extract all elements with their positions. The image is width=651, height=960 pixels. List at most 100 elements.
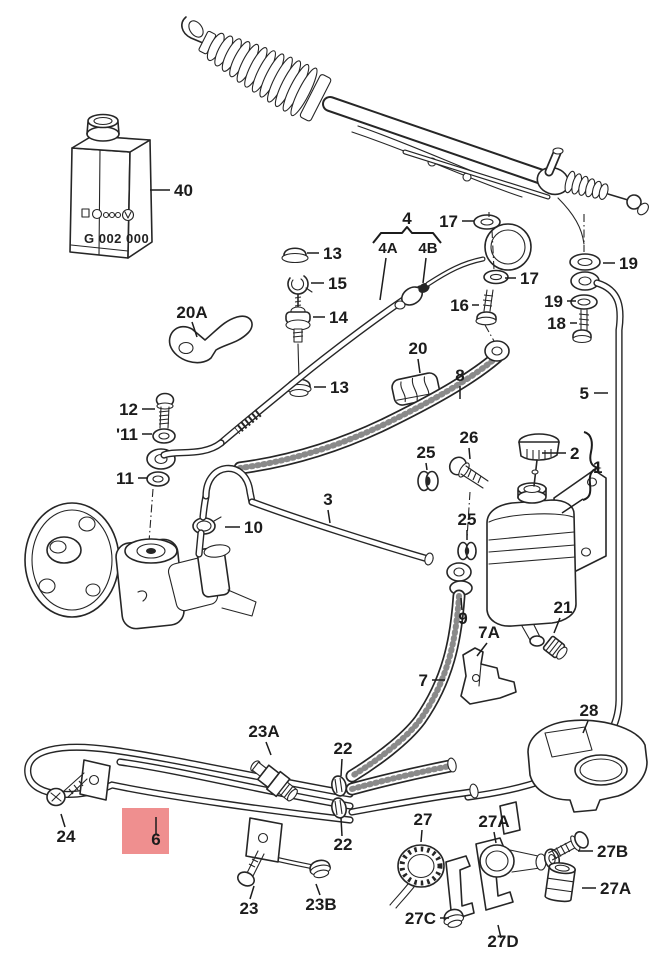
bracket-7a <box>460 647 517 705</box>
pipe-4 <box>160 256 486 459</box>
callout-27[interactable]: 27 <box>414 810 433 829</box>
bracket-4 <box>372 226 442 244</box>
callout-40[interactable]: 40 <box>174 181 193 200</box>
callout-27A[interactable]: 27A <box>600 879 631 898</box>
callout-13[interactable]: 13 <box>323 244 342 263</box>
pipe-loop-17-16 <box>473 212 532 342</box>
leader-line <box>468 447 471 460</box>
callout-27A[interactable]: 27A <box>478 812 509 831</box>
leader-line <box>417 358 421 374</box>
callout-11[interactable]: '11 <box>116 425 138 444</box>
callout-27B[interactable]: 27B <box>597 842 628 861</box>
leader-line <box>582 720 589 734</box>
callout-23A[interactable]: 23A <box>248 722 279 741</box>
bottle-code: G 002 000 <box>84 231 149 246</box>
callout-19[interactable]: 19 <box>544 292 563 311</box>
banjo-group-19-18 <box>569 214 601 344</box>
callout-19[interactable]: 19 <box>619 254 638 273</box>
callout-22[interactable]: 22 <box>334 739 353 758</box>
hose-5 <box>464 279 624 801</box>
callout-24[interactable]: 24 <box>57 827 76 846</box>
callout-3[interactable]: 3 <box>323 490 332 509</box>
leader-line <box>340 758 343 777</box>
leader-line <box>265 741 272 756</box>
callout-27C[interactable]: 27C <box>405 909 436 928</box>
callout-7A[interactable]: 7A <box>478 623 500 642</box>
callout-18[interactable]: 18 <box>547 314 566 333</box>
leader-line <box>191 321 198 338</box>
leader-line <box>476 642 488 657</box>
callout-25[interactable]: 25 <box>417 443 436 462</box>
leader-line <box>553 617 561 634</box>
callout-9[interactable]: 9 <box>458 609 467 628</box>
leader-line <box>420 829 423 843</box>
callout-26[interactable]: 26 <box>460 428 479 447</box>
callout-7[interactable]: 7 <box>419 671 428 690</box>
leader-line <box>340 817 343 837</box>
callout-23[interactable]: 23 <box>240 899 259 918</box>
leader-line <box>249 885 255 900</box>
brace-1 <box>582 431 602 501</box>
callout-23B[interactable]: 23B <box>305 895 336 914</box>
callout-5[interactable]: 5 <box>580 384 589 403</box>
leader-line <box>315 883 321 896</box>
callout-2[interactable]: 2 <box>570 444 579 463</box>
leader-line <box>460 597 463 611</box>
callout-4A[interactable]: 4A <box>378 240 397 257</box>
callout-20A[interactable]: 20A <box>176 303 207 322</box>
clamp-27 <box>389 844 445 909</box>
steering-rack <box>181 16 649 245</box>
pipe-3 <box>248 498 434 566</box>
leader-line <box>60 813 66 828</box>
callout-21[interactable]: 21 <box>554 598 573 617</box>
power-steering-pump <box>24 464 257 630</box>
callout-12[interactable]: 12 <box>119 400 138 419</box>
reservoir-cap <box>518 433 560 487</box>
callout-17[interactable]: 17 <box>520 269 539 288</box>
leader-line <box>497 924 502 939</box>
leader-line <box>425 462 428 471</box>
cover-28 <box>527 719 648 813</box>
leader-line <box>422 257 427 284</box>
leader-line <box>327 509 331 524</box>
clamp-27a-upper <box>479 844 561 878</box>
stack-12-11 <box>146 392 176 543</box>
clamp-22-upper <box>331 775 347 797</box>
callout-6[interactable]: 6 <box>151 830 160 849</box>
callout-22[interactable]: 22 <box>334 835 353 854</box>
coupler-23a <box>250 760 298 802</box>
group-27 <box>389 801 589 928</box>
callout-10[interactable]: 10 <box>244 518 263 537</box>
clamp-27a-lower <box>544 862 576 903</box>
callout-8[interactable]: 8 <box>455 366 464 385</box>
bottle-logo-row <box>81 208 135 222</box>
fluid-bottle: G 002 000 <box>69 113 153 259</box>
callout-14[interactable]: 14 <box>329 308 348 327</box>
bracket-20a <box>168 315 253 364</box>
callout-25[interactable]: 25 <box>458 510 477 529</box>
leader-line <box>493 831 497 844</box>
callout-15[interactable]: 15 <box>328 274 347 293</box>
callout-20[interactable]: 20 <box>409 339 428 358</box>
callout-13[interactable]: 13 <box>330 378 349 397</box>
callout-4B[interactable]: 4B <box>418 240 437 257</box>
cooler-pipe-6 <box>24 743 354 854</box>
nut-27c <box>443 908 465 928</box>
callout-11[interactable]: 11 <box>116 469 134 488</box>
hardware-column-13-15-14 <box>281 247 313 398</box>
reservoir <box>486 433 607 660</box>
plug-21 <box>542 635 568 660</box>
callout-28[interactable]: 28 <box>580 701 599 720</box>
highlight-box <box>122 808 169 854</box>
callout-1[interactable]: 1 <box>593 458 602 477</box>
clamp-22-lower <box>331 797 347 819</box>
callout-16[interactable]: 16 <box>450 296 469 315</box>
bolt-23 <box>237 850 265 887</box>
callout-17[interactable]: 17 <box>439 212 458 231</box>
hose-7 <box>345 589 466 783</box>
callout-27D[interactable]: 27D <box>487 932 518 951</box>
callout-4[interactable]: 4 <box>402 209 412 228</box>
